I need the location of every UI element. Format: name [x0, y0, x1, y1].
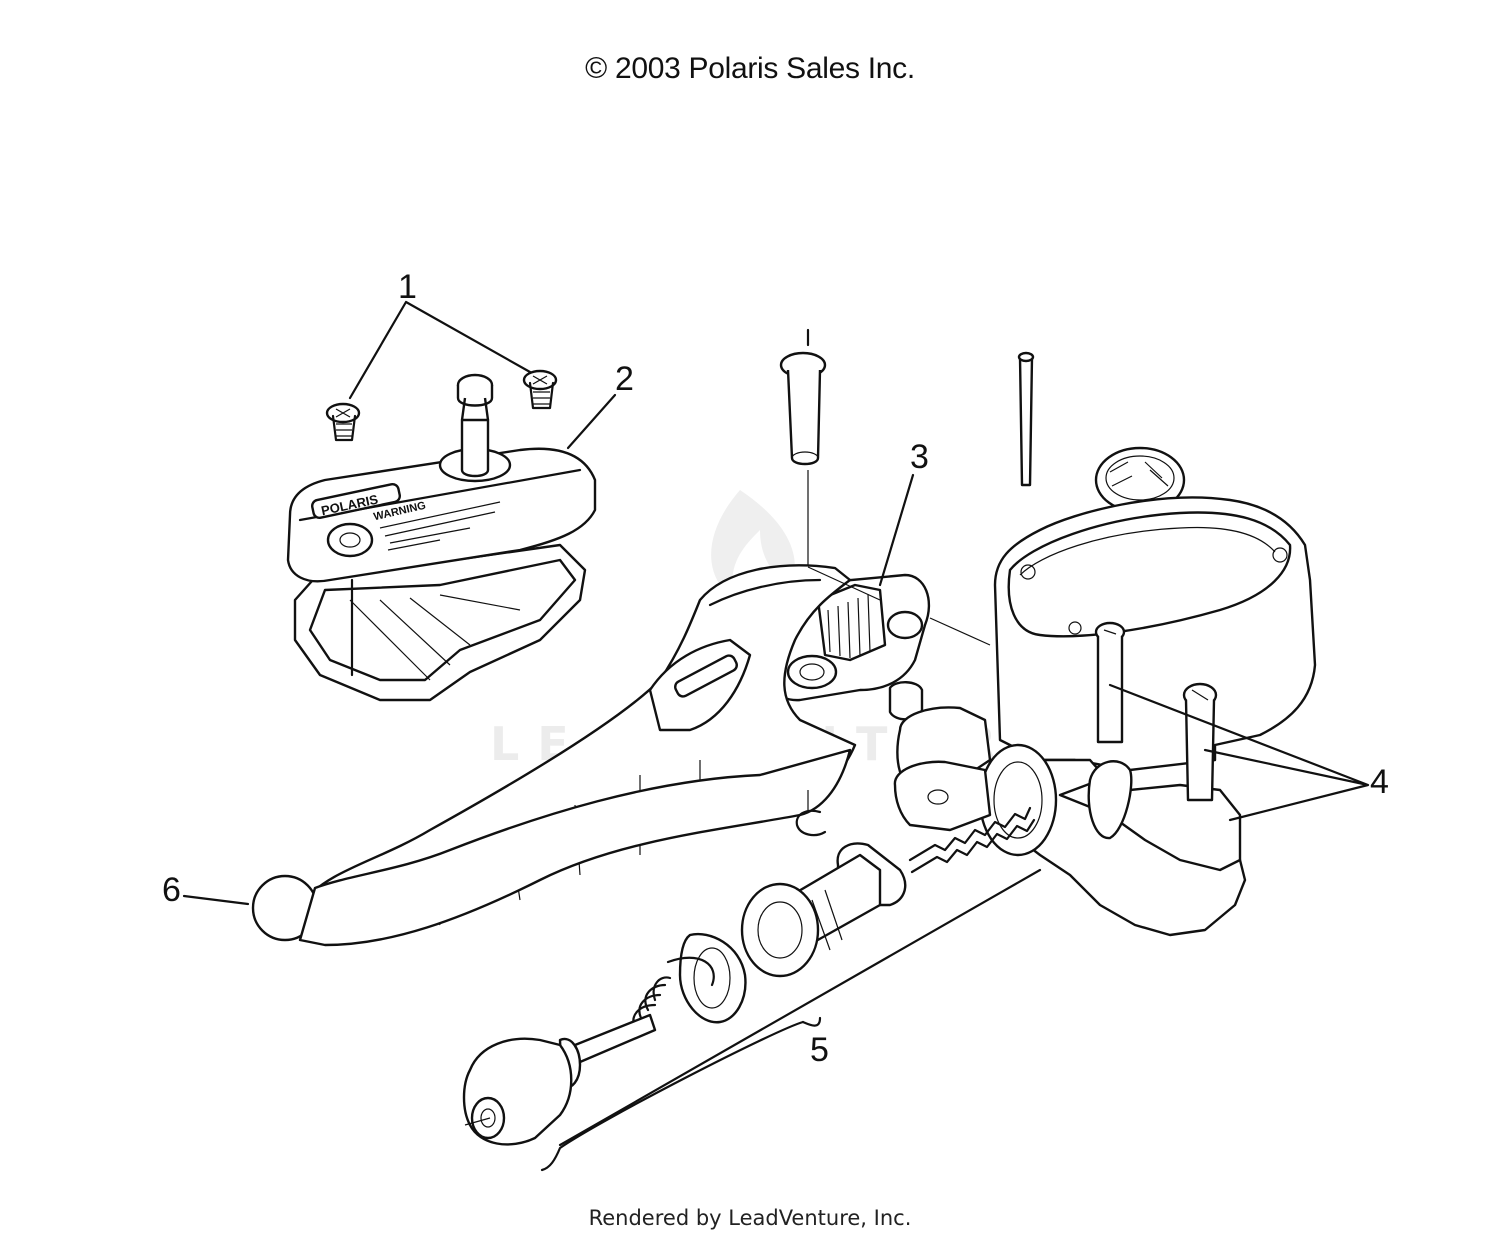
cap-screw-right: [522, 369, 558, 410]
rendered-by-text: Rendered by LeadVenture, Inc.: [588, 1206, 912, 1230]
callout-4: 4: [1370, 763, 1389, 801]
brake-switch-pin: [1017, 351, 1035, 487]
callout-1: 1: [398, 268, 417, 306]
circlip: [795, 790, 827, 837]
reservoir-cap: POLARIS WARNING: [286, 373, 597, 702]
callout-3: 3: [910, 438, 929, 476]
lever-pivot-bracket: [758, 573, 992, 832]
leader-lines: [182, 300, 1370, 1172]
pivot-bolt: [779, 328, 827, 565]
cap-screw-left: [325, 402, 361, 442]
copyright-text: © 2003 Polaris Sales Inc.: [585, 52, 915, 85]
master-cylinder-body: [978, 496, 1317, 937]
clamp-screw-right: [1182, 682, 1218, 802]
clamp-screw-left: [1094, 621, 1126, 744]
callout-2: 2: [615, 360, 634, 398]
callout-labels: 1 2 3 4 5 6: [162, 268, 1389, 1069]
callout-5: 5: [810, 1031, 829, 1069]
brake-lever: [251, 564, 857, 947]
callout-6: 6: [162, 871, 181, 909]
piston-assembly: [462, 806, 1036, 1146]
